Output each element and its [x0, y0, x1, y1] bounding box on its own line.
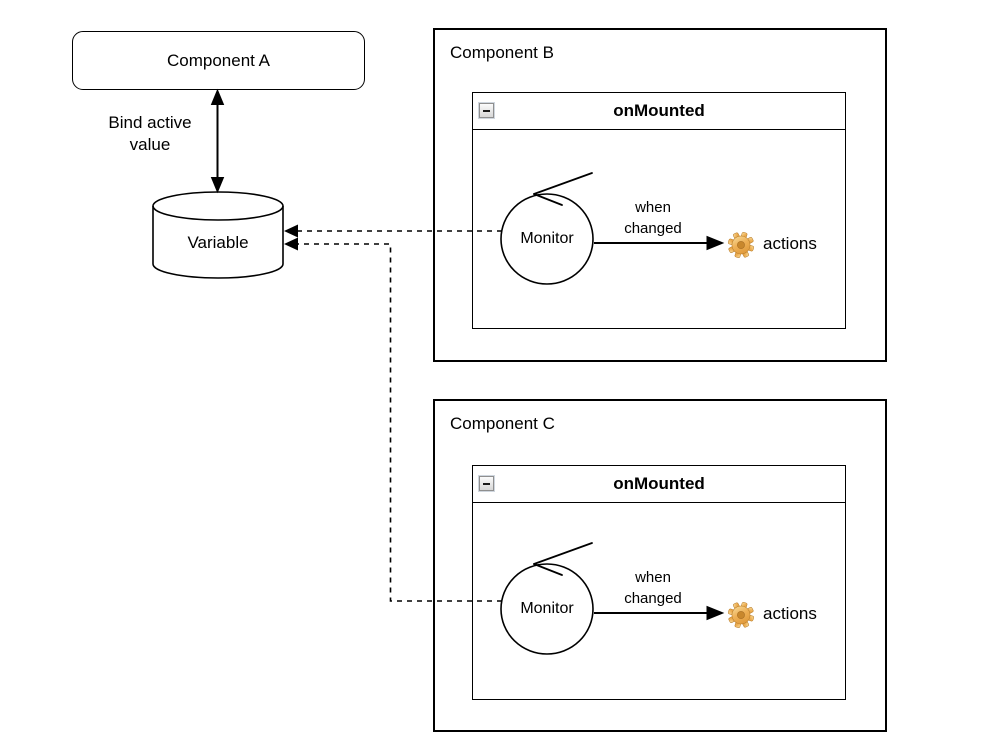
onmounted-panel-c-header: onMounted: [473, 466, 845, 503]
variable-label: Variable: [187, 233, 249, 252]
bind-edge-label-line1: Bind active: [108, 113, 192, 132]
component-a-node: [72, 31, 365, 90]
arrowhead-up-icon: [210, 88, 225, 105]
when-changed-line1: when: [635, 199, 671, 216]
onmounted-panel-b-header: onMounted: [473, 93, 845, 130]
arrowhead-left-icon: [284, 224, 298, 238]
collapse-icon[interactable]: [478, 102, 495, 119]
panel-title: onMounted: [613, 474, 705, 493]
arrowhead-left-icon: [284, 237, 298, 251]
component-a-label: Component A: [166, 51, 270, 70]
cylinder-lip: [152, 205, 284, 221]
when-changed-line1: when: [635, 569, 671, 586]
when-changed-line2: changed: [624, 220, 682, 237]
minus-icon: [483, 109, 490, 112]
monitor-label-b: Monitor: [520, 230, 574, 247]
actions-label-c: actions: [763, 604, 817, 623]
panel-title: onMounted: [613, 101, 705, 120]
actions-label-b: actions: [763, 234, 817, 253]
when-changed-line2: changed: [624, 590, 682, 607]
monitor-label-c: Monitor: [520, 600, 574, 617]
when-changed-label-b: when changed: [600, 197, 706, 239]
bind-edge-label: Bind active value: [70, 112, 230, 156]
component-c-title: Component C: [450, 414, 555, 433]
bind-edge-label-line2: value: [129, 135, 171, 154]
arrowhead-down-icon: [210, 177, 225, 194]
component-b-title: Component B: [450, 43, 554, 62]
when-changed-label-c: when changed: [600, 567, 706, 609]
